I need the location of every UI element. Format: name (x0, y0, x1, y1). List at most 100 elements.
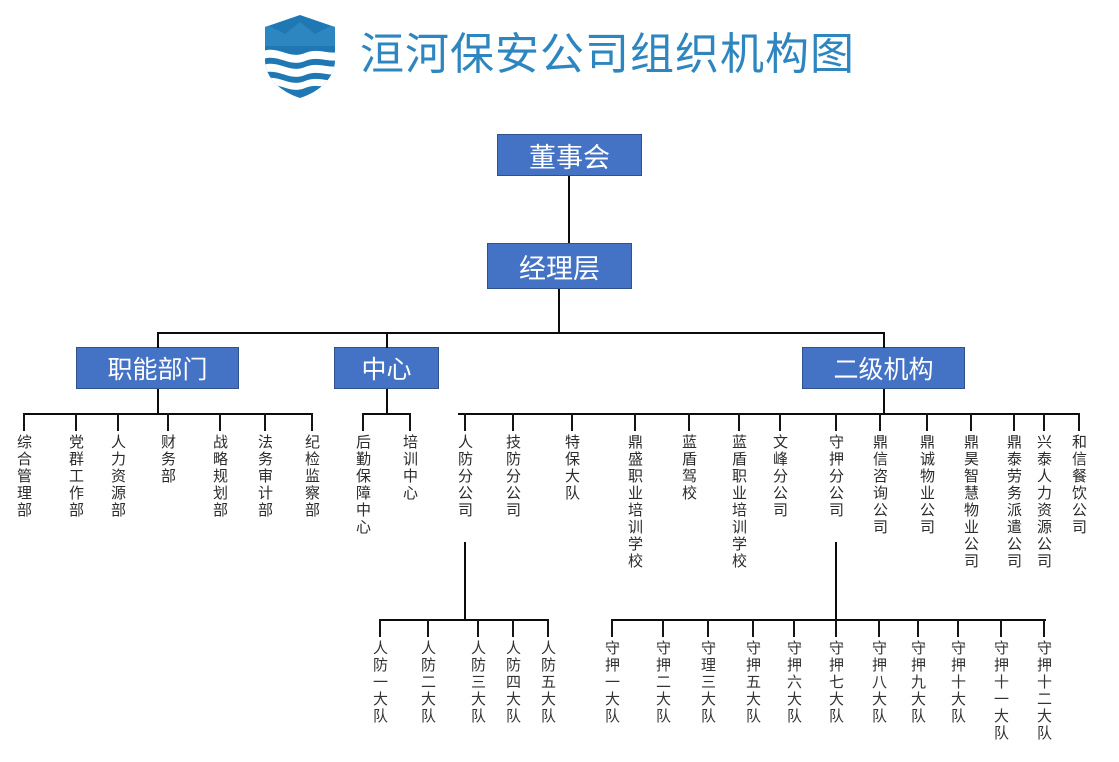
bus-center-children (362, 413, 410, 415)
leaf-label-second-level-5[interactable]: 蓝盾驾校 (680, 434, 698, 502)
leaf-label-second-level-3[interactable]: 特保大队 (563, 434, 581, 502)
connector-second-level-child-3 (571, 413, 573, 431)
leaf-label-shouya-8[interactable]: 守押九大队 (909, 640, 927, 725)
connector-shouya-child-8 (917, 619, 919, 637)
connector-renfang-child-3 (477, 619, 479, 637)
bus-second-level-children (458, 413, 1079, 415)
connector-functional-child-6 (264, 413, 266, 431)
leaf-label-second-level-7[interactable]: 文峰分公司 (771, 434, 789, 519)
connector-functional-child-5 (219, 413, 221, 431)
shield-wave-logo (259, 12, 341, 100)
leaf-label-second-level-11[interactable]: 鼎昊智慧物业公司 (962, 434, 980, 570)
connector-shouya-child-3 (707, 619, 709, 637)
connector-functional-child-3 (117, 413, 119, 431)
leaf-label-functional-5[interactable]: 战略规划部 (211, 434, 229, 519)
leaf-label-functional-1[interactable]: 综合管理部 (15, 434, 33, 519)
leaf-label-functional-4[interactable]: 财务部 (159, 434, 177, 485)
node-board-of-directors[interactable]: 董事会 (497, 134, 642, 176)
leaf-label-shouya-7[interactable]: 守押八大队 (870, 640, 888, 725)
leaf-label-second-level-2[interactable]: 技防分公司 (504, 434, 522, 519)
leaf-label-center-2[interactable]: 培训中心 (401, 434, 419, 502)
leaf-label-shouya-9[interactable]: 守押十大队 (949, 640, 967, 725)
connector-second-level-child-11 (970, 413, 972, 431)
connector-shouya-child-4 (752, 619, 754, 637)
leaf-label-second-level-14[interactable]: 和信餐饮公司 (1070, 434, 1088, 536)
connector-second-level-child-4 (634, 413, 636, 431)
leaf-label-renfang-1[interactable]: 人防一大队 (371, 640, 389, 725)
connector-shouya-child-10 (1000, 619, 1002, 637)
connector-shouya-down (835, 542, 837, 620)
connector-second-level-child-9 (879, 413, 881, 431)
connector-shouya-child-9 (957, 619, 959, 637)
page-header: 洹河保安公司组织机构图 (0, 0, 1119, 110)
connector-functional-down (157, 389, 159, 414)
connector-bus-to-center (386, 332, 388, 348)
connector-second-level-down (883, 389, 885, 414)
connector-renfang-child-5 (547, 619, 549, 637)
node-functional-departments[interactable]: 职能部门 (76, 347, 239, 389)
leaf-label-second-level-6[interactable]: 蓝盾职业培训学校 (730, 434, 748, 570)
connector-renfang-child-4 (512, 619, 514, 637)
node-center[interactable]: 中心 (334, 347, 439, 389)
leaf-label-functional-2[interactable]: 党群工作部 (67, 434, 85, 519)
connector-shouya-child-2 (662, 619, 664, 637)
leaf-label-functional-7[interactable]: 纪检监察部 (303, 434, 321, 519)
leaf-label-second-level-10[interactable]: 鼎诚物业公司 (918, 434, 936, 536)
leaf-label-shouya-3[interactable]: 守理三大队 (699, 640, 717, 725)
leaf-label-second-level-4[interactable]: 鼎盛职业培训学校 (626, 434, 644, 570)
connector-board-to-manager (568, 176, 570, 243)
connector-second-level-child-14 (1078, 413, 1080, 431)
connector-functional-child-2 (75, 413, 77, 431)
connector-shouya-child-7 (878, 619, 880, 637)
leaf-label-shouya-1[interactable]: 守押一大队 (603, 640, 621, 725)
connector-center-child-2 (409, 413, 411, 431)
connector-shouya-child-11 (1043, 619, 1045, 637)
connector-renfang-down (464, 542, 466, 620)
connector-bus-to-functional (157, 332, 159, 348)
connector-second-level-child-1 (464, 413, 466, 431)
connector-shouya-child-6 (835, 619, 837, 637)
connector-second-level-child-6 (738, 413, 740, 431)
leaf-label-renfang-5[interactable]: 人防五大队 (539, 640, 557, 725)
leaf-label-second-level-13[interactable]: 兴泰人力资源公司 (1035, 434, 1053, 570)
connector-center-child-1 (362, 413, 364, 431)
leaf-label-shouya-10[interactable]: 守押十一大队 (992, 640, 1010, 742)
connector-second-level-child-13 (1043, 413, 1045, 431)
connector-renfang-child-1 (379, 619, 381, 637)
leaf-label-second-level-9[interactable]: 鼎信咨询公司 (871, 434, 889, 536)
node-management-layer[interactable]: 经理层 (487, 243, 632, 289)
bus-shouya-children (611, 619, 1046, 621)
leaf-label-shouya-6[interactable]: 守押七大队 (827, 640, 845, 725)
connector-second-level-child-10 (926, 413, 928, 431)
connector-shouya-child-5 (793, 619, 795, 637)
leaf-label-shouya-5[interactable]: 守押六大队 (785, 640, 803, 725)
connector-functional-child-7 (311, 413, 313, 431)
bus-level2 (157, 332, 885, 334)
connector-second-level-child-7 (779, 413, 781, 431)
leaf-label-second-level-1[interactable]: 人防分公司 (456, 434, 474, 519)
node-second-level-institutions[interactable]: 二级机构 (802, 347, 965, 389)
leaf-label-functional-6[interactable]: 法务审计部 (256, 434, 274, 519)
connector-center-down (386, 389, 388, 414)
connector-second-level-child-2 (512, 413, 514, 431)
leaf-label-renfang-3[interactable]: 人防三大队 (469, 640, 487, 725)
page-title: 洹河保安公司组织机构图 (360, 30, 855, 79)
leaf-label-second-level-8[interactable]: 守押分公司 (827, 434, 845, 519)
leaf-label-center-1[interactable]: 后勤保障中心 (354, 434, 372, 536)
leaf-label-shouya-2[interactable]: 守押二大队 (654, 640, 672, 725)
connector-manager-down (558, 289, 560, 333)
bus-renfang-children (379, 619, 549, 621)
leaf-label-shouya-4[interactable]: 守押五大队 (744, 640, 762, 725)
connector-bus-to-second-level (883, 332, 885, 348)
connector-functional-child-1 (23, 413, 25, 431)
leaf-label-renfang-2[interactable]: 人防二大队 (419, 640, 437, 725)
connector-shouya-child-1 (611, 619, 613, 637)
leaf-label-functional-3[interactable]: 人力资源部 (109, 434, 127, 519)
connector-second-level-child-8 (835, 413, 837, 431)
leaf-label-shouya-11[interactable]: 守押十二大队 (1035, 640, 1053, 742)
connector-renfang-child-2 (427, 619, 429, 637)
leaf-label-renfang-4[interactable]: 人防四大队 (504, 640, 522, 725)
connector-functional-child-4 (167, 413, 169, 431)
leaf-label-second-level-12[interactable]: 鼎泰劳务派遣公司 (1005, 434, 1023, 570)
connector-second-level-child-12 (1013, 413, 1015, 431)
